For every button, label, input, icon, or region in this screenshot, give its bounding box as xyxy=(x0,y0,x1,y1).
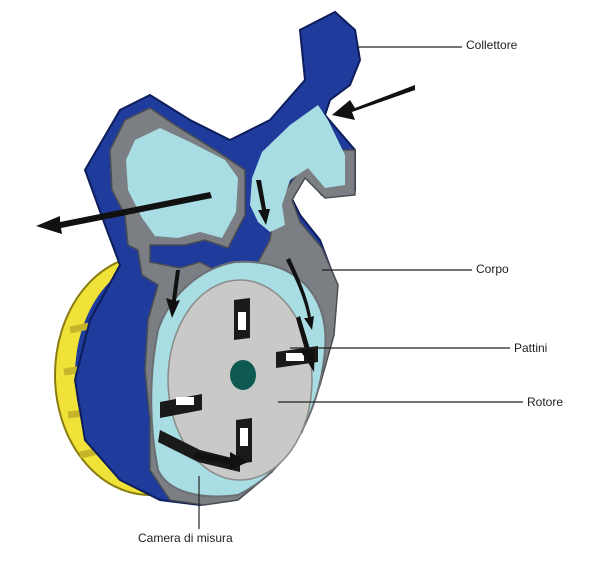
collector-left-channel xyxy=(126,128,238,238)
label-pattini: Pattini xyxy=(514,341,548,355)
label-collettore: Collettore xyxy=(466,38,518,52)
rotor xyxy=(160,279,318,481)
label-rotore: Rotore xyxy=(527,395,564,409)
flow-arrow-icon xyxy=(36,85,415,470)
label-camera-di-misura: Camera di misura xyxy=(138,531,233,545)
collector-right-channel xyxy=(250,105,345,232)
label-corpo: Corpo xyxy=(476,262,509,276)
rotor-hub xyxy=(230,360,256,390)
leader-lines xyxy=(198,46,523,529)
